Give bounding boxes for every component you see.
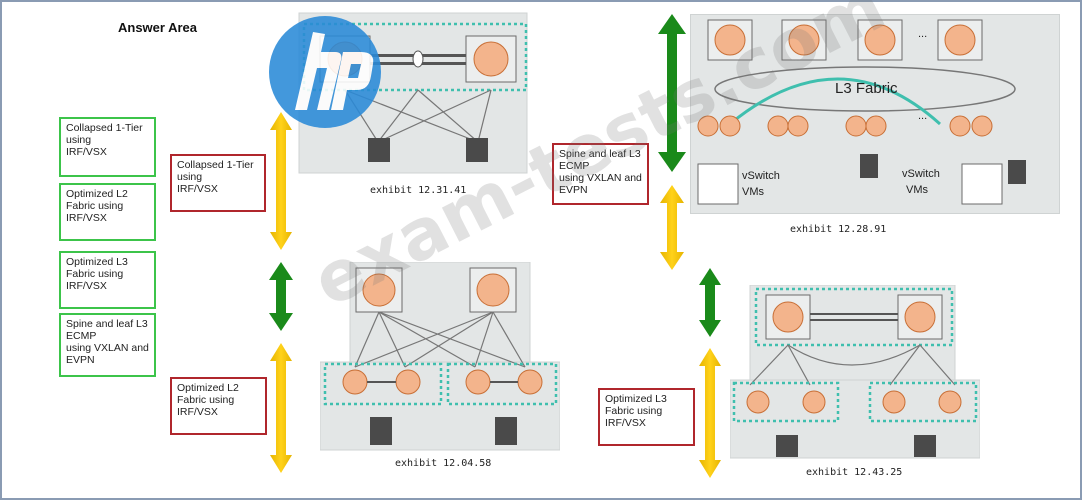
ellipsis-top: ... (918, 28, 928, 40)
source-option-collapsed-1-tier[interactable]: Collapsed 1-Tier using IRF/VSX (59, 117, 156, 177)
exhibit-label-12-31-41: exhibit 12.31.41 (370, 185, 467, 196)
yellow-double-arrow-1 (270, 112, 292, 250)
diagram-exhibit-12-28-91 (697, 19, 1026, 205)
answer-slot-exhibit-12-04-58[interactable]: Optimized L2 Fabric using IRF/VSX (170, 377, 267, 435)
exhibit-label-12-28-91: exhibit 12.28.91 (790, 224, 887, 235)
diagram-exhibit-12-04-58 (320, 262, 560, 451)
source-option-spine-leaf[interactable]: Spine and leaf L3 ECMP using VXLAN and E… (59, 313, 156, 377)
source-option-optimized-l2[interactable]: Optimized L2 Fabric using IRF/VSX (59, 183, 156, 241)
hp-logo-icon (269, 16, 381, 128)
vswitch-label-left: vSwitch (742, 170, 780, 182)
ellipsis-middle: ... (918, 110, 928, 122)
yellow-double-arrow-2 (270, 343, 292, 473)
answer-area-title: Answer Area (118, 20, 197, 35)
vms-label-right: VMs (906, 184, 928, 196)
vswitch-label-right: vSwitch (902, 168, 940, 180)
exhibit-label-12-04-58: exhibit 12.04.58 (395, 458, 492, 469)
green-double-arrow-2 (658, 14, 686, 172)
vms-label-left: VMs (742, 186, 764, 198)
answer-slot-exhibit-12-28-91[interactable]: Spine and leaf L3 ECMP using VXLAN and E… (552, 143, 649, 205)
yellow-double-arrow-4 (699, 348, 721, 478)
exhibit-label-12-43-25: exhibit 12.43.25 (806, 467, 903, 478)
green-double-arrow-3 (699, 268, 721, 337)
l3-fabric-label: L3 Fabric (835, 80, 898, 97)
source-option-optimized-l3[interactable]: Optimized L3 Fabric using IRF/VSX (59, 251, 156, 309)
yellow-double-arrow-3 (660, 185, 684, 270)
answer-slot-exhibit-12-31-41[interactable]: Collapsed 1-Tier using IRF/VSX (170, 154, 266, 212)
diagram-exhibit-12-43-25 (730, 285, 980, 459)
answer-slot-exhibit-12-43-25[interactable]: Optimized L3 Fabric using IRF/VSX (598, 388, 695, 446)
green-double-arrow-1 (269, 262, 293, 331)
